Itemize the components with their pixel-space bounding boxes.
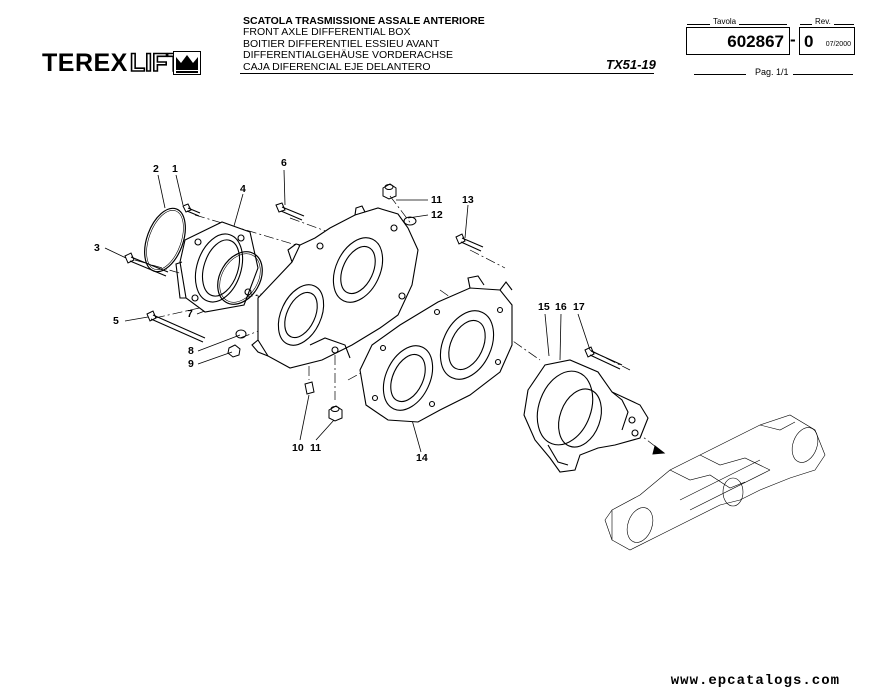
arrow-icon [652,445,666,455]
bolt-6 [275,202,305,221]
callout-11-top: 11 [431,194,443,206]
callout-17: 17 [573,301,585,313]
washer-12 [403,216,417,226]
crown-icon [173,51,201,75]
page-rule-right [793,74,853,75]
bolt-13 [455,233,484,252]
callout-1: 1 [172,163,178,175]
callout-16: 16 [555,301,567,313]
document-titles: SCATOLA TRASMISSIONE ASSALE ANTERIORE FR… [243,15,485,73]
watermark-url[interactable]: www.epcatalogs.com [670,673,840,689]
bolt-5 [146,310,206,343]
plug-11-top [382,183,397,200]
nut-9 [227,344,241,358]
o-ring-7 [217,251,263,305]
title-es: CAJA DIFERENCIAL EJE DELANTERO [243,60,431,73]
bolt-1 [182,203,201,217]
page-rule [694,74,746,75]
terexlift-logo: TEREXLIFT [42,49,202,77]
axle-assembly [604,414,826,551]
bolt-17 [584,346,623,370]
callout-6: 6 [281,157,287,169]
o-ring-7-inner [219,253,261,303]
washer-8 [235,329,247,339]
flange-cover-4 [175,221,259,313]
callout-8: 8 [188,345,194,357]
callout-7: 7 [187,308,193,320]
differential-box-14 [359,275,513,423]
tavola-label: Tavola [710,17,740,26]
callout-2: 2 [153,163,159,175]
callout-12: 12 [431,209,443,221]
callout-3: 3 [94,242,100,254]
callout-14: 14 [416,452,428,464]
title-fr: BOITIER DIFFERENTIEL ESSIEU AVANT [243,37,440,50]
callout-5: 5 [113,315,119,327]
rev-label: Rev. [812,17,834,26]
leader-lines [104,169,591,453]
plug-11-bottom [328,405,343,422]
logo-brand: TEREX [42,49,128,77]
tavola-box: 602867 [686,27,790,55]
dowel-pin-10 [304,381,315,395]
callout-9: 9 [188,358,194,370]
rev-value: 0 [804,32,814,51]
title-underline [240,73,654,74]
model-code: TX51-19 [606,57,656,72]
callout-10: 10 [292,442,304,454]
callout-4: 4 [240,183,246,195]
rev-box: 0 07/2000 [799,27,855,55]
differential-box-half [251,205,419,369]
callout-11-bottom: 11 [310,442,322,454]
callout-13: 13 [462,194,474,206]
bolt-3 [124,252,169,277]
callout-15: 15 [538,301,550,313]
title-de: DIFFERENTIALGEHÄUSE VORDERACHSE [243,49,454,62]
support-housing-15-16 [523,359,649,473]
tavola-dash: - [790,30,796,49]
tavola-number: 602867 [727,32,784,51]
rev-date: 07/2000 [825,41,851,48]
page-number: Pag. 1/1 [755,67,789,77]
title-it: SCATOLA TRASMISSIONE ASSALE ANTERIORE [243,15,485,27]
o-ring-2-inner [146,210,184,270]
title-en: FRONT AXLE DIFFERENTIAL BOX [243,26,411,39]
